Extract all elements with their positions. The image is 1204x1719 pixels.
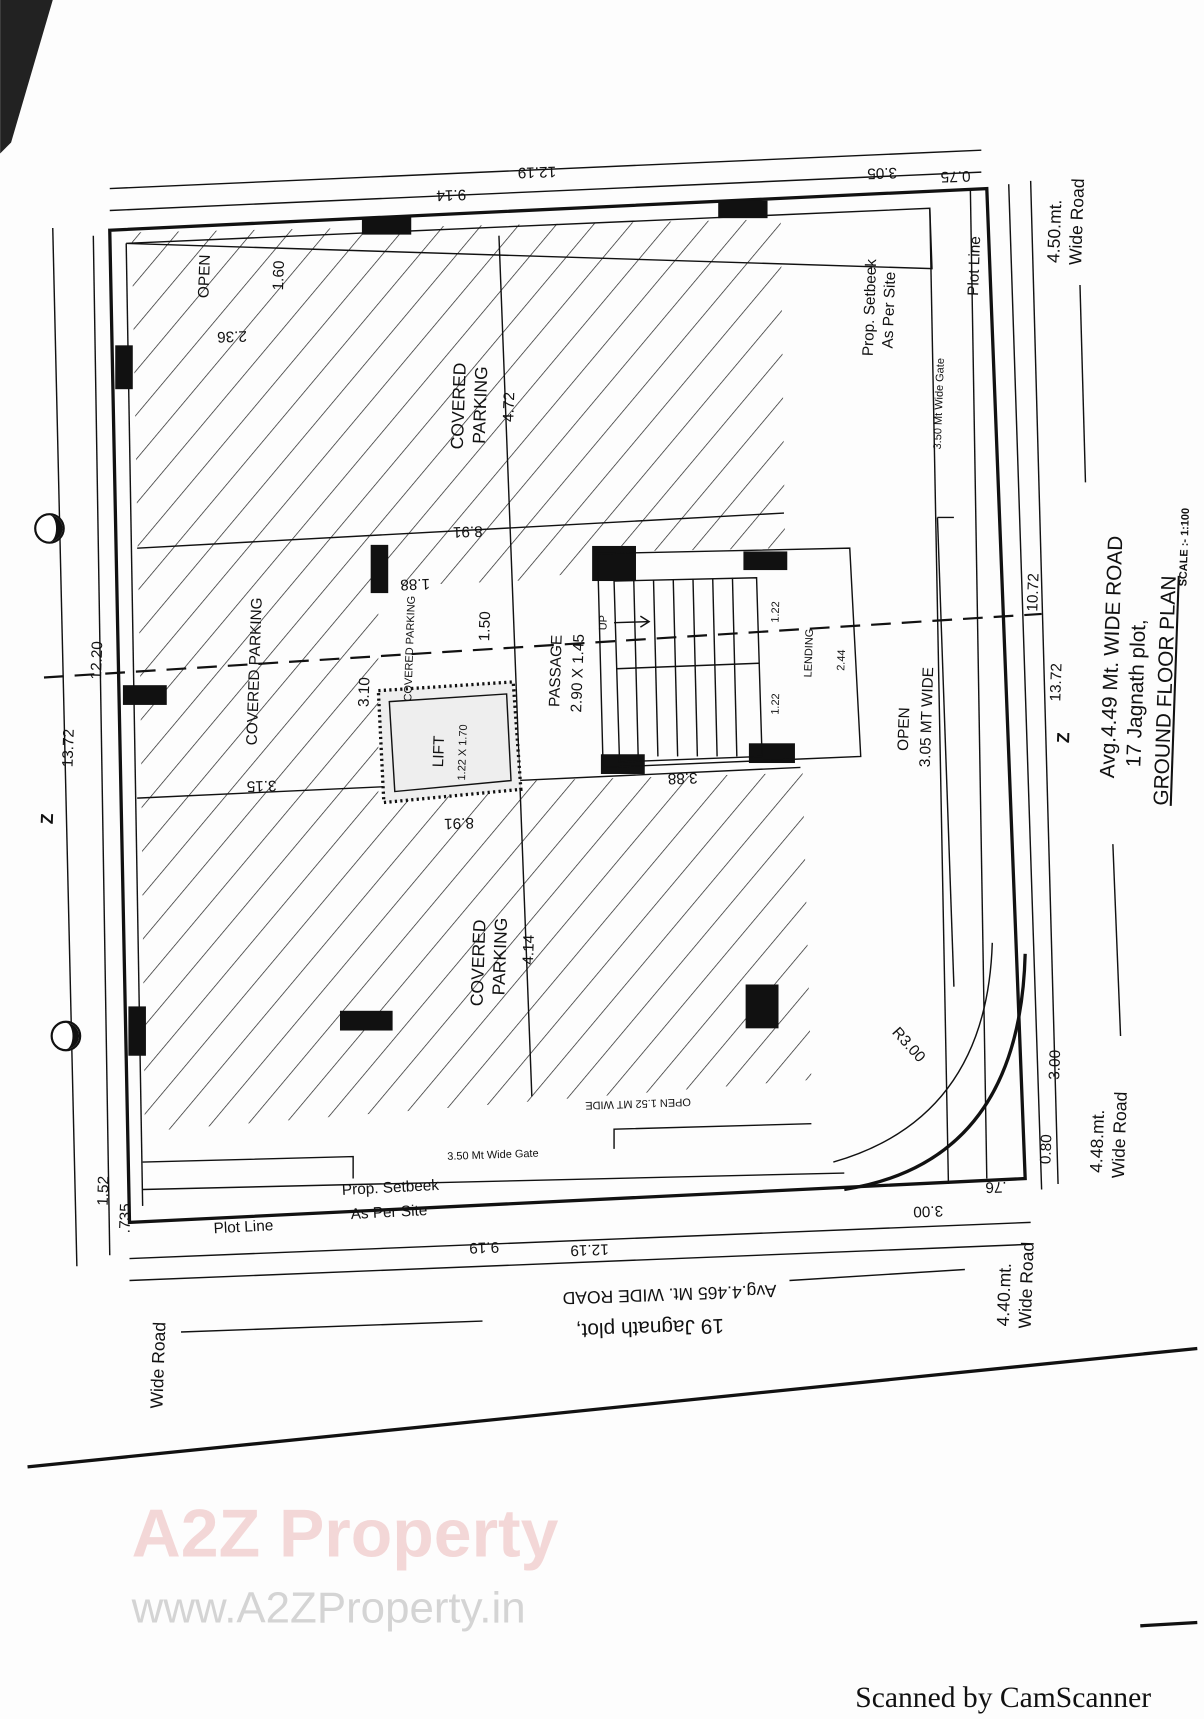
label-covered-parking-bot-2: PARKING [488,917,511,995]
label-open-305-size: 3.05 MT WIDE [917,667,937,768]
road-edge [27,1346,1198,1469]
dim-landing: 2.44 [835,649,848,671]
dim-lift-side: 3.10 [355,677,373,707]
label-up: UP [597,615,610,631]
label-landing: LENDING [802,629,816,678]
section-line [43,612,1042,679]
dimension-lines [52,149,1122,1333]
label-gate-bottom: 3.50 Mt Wide Gate [447,1148,539,1163]
wide-road-top-right-1: 4.50.mt. [1043,199,1065,263]
compass-icon [34,513,82,1052]
dim-park-bot-w: 8.91 [444,814,474,832]
plan-title: GROUND FLOOR PLAN [1150,575,1181,806]
section-mark-right: Z [1053,732,1073,744]
dim-left-inner: 12.20 [88,641,106,680]
label-open-152: OPEN 1.52 MT WIDE [585,1095,691,1111]
label-radius: R3.00 [888,1024,928,1066]
dim-bottom-corner: .76 [985,1178,1007,1196]
label-plot-line-bottom: Plot Line [213,1217,273,1237]
columns [115,200,795,1056]
dim-stair-1: 1.22 [770,601,783,623]
dimension-labels: 12.19 9.14 3.05 0.75 2.36 1.60 4.72 8.91… [59,163,1065,1259]
dim-park-top-w: 8.91 [453,522,483,540]
label-lift: LIFT [430,735,448,768]
wide-road-bottom-left: Wide Road [146,1322,169,1409]
label-passage: PASSAGE [546,635,566,708]
dim-right-outer: 13.72 [1047,663,1065,702]
label-open-305: OPEN [895,707,914,751]
section-mark-left: Z [37,813,57,825]
dim-bottom-left: 9.19 [469,1238,499,1256]
watermark-logo: A2Z Property [132,1496,559,1572]
dim-stair-2: 1.22 [770,693,783,715]
plan-scale: SCALE :- 1:100 [1177,508,1192,587]
wide-road-mid-right-2: Wide Road [1108,1091,1131,1178]
dim-top-left: 9.14 [436,186,467,204]
dim-left-low: 1.52 [95,1176,113,1206]
dim-park-bot-h: 4.14 [520,934,538,965]
label-setback-top-1: Prop. Setbeek [860,258,880,356]
road-edge [1140,1620,1198,1628]
label-covered-parking-left: COVERED PARKING [244,597,266,745]
label-lift-size: 1.22 X 1.70 [456,724,470,780]
label-covered-parking-top-1: COVERED [447,362,470,449]
dim-top-total: 12.19 [517,163,556,181]
wide-road-bot-right-2: Wide Road [1015,1241,1038,1328]
dim-open-w: 2.36 [217,327,247,345]
plot-boundary [108,186,1027,1225]
label-setback-bot-2: As Per Site [350,1202,427,1223]
dim-lift-gap: 1.50 [476,611,494,641]
label-setback-bot-1: Prop. Setbeek [341,1177,439,1199]
dim-right-corner: 0.80 [1037,1134,1055,1164]
road-bottom-label: Avg.4.465 Mt. WIDE ROAD [562,1281,777,1308]
dim-stair-w: 3.88 [667,769,697,787]
label-covered-parking-small: COVERED PARKING [402,596,418,702]
dim-park-top-h: 4.72 [500,392,518,422]
scan-shadow [0,0,53,154]
lift[interactable] [376,680,523,805]
wide-road-mid-right-1: 4.48.mt. [1086,1109,1108,1173]
footer-scanner-text: Scanned by CamScanner [855,1682,1151,1714]
covered-parking-hatch [131,219,812,1132]
label-setback-top-2: As Per Site [880,272,900,349]
label-plot-line-top: Plot Line [965,236,984,296]
label-gate-top: 3.50 Mt Wide Gate [932,358,947,450]
label-covered-parking-top-2: PARKING [469,366,492,444]
label-covered-parking-bot-1: COVERED [467,919,490,1006]
wide-road-bot-right-1: 4.40.mt. [993,1263,1015,1327]
dim-bottom-total: 12.19 [570,1240,609,1258]
dim-small-park: 1.88 [400,575,430,593]
wide-road-top-right-2: Wide Road [1065,178,1088,265]
dim-left-outer: 13.72 [59,729,77,768]
plot-bottom-name: 19 Jagnath plot, [575,1314,724,1342]
dim-open-h: 1.60 [270,260,288,290]
dim-left-park: 3.15 [246,777,276,795]
watermark-url: www.A2ZProperty.in [131,1584,526,1633]
dim-top-right: 0.75 [940,167,970,185]
plot-name: 17 Jagnath plot, [1122,619,1150,768]
dim-bottom-right: 3.00 [913,1202,943,1220]
dim-right-inner: 10.72 [1024,573,1042,612]
dim-right-low: 3.00 [1046,1050,1064,1080]
label-open: OPEN [195,254,214,298]
staircase[interactable] [596,547,862,769]
label-passage-size: 2.90 X 1.45 [568,634,588,713]
dim-left-corner: .735 [117,1203,135,1233]
dim-top-mid: 3.05 [867,164,897,182]
